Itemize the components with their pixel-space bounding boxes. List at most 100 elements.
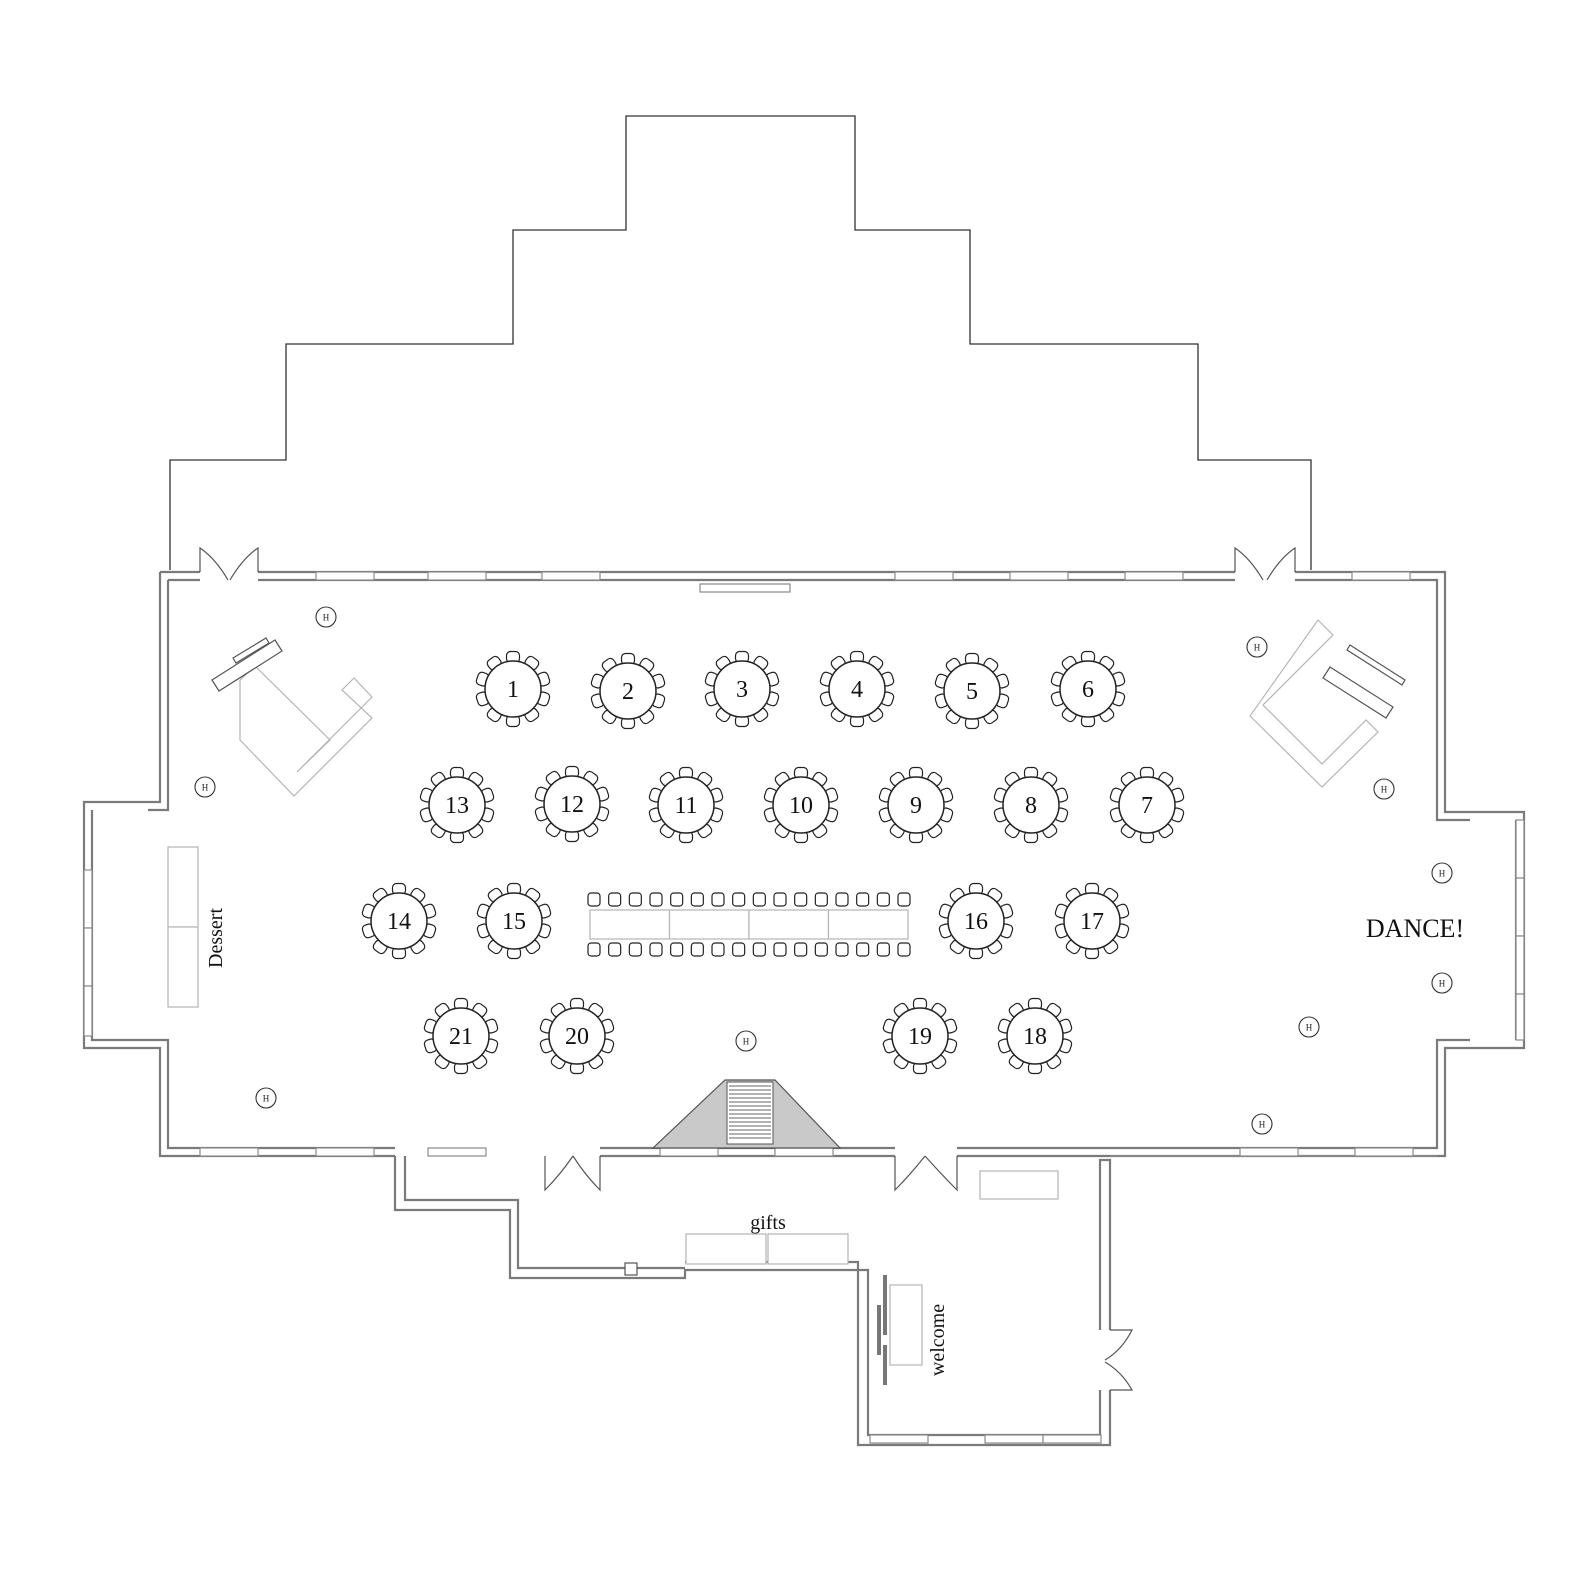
heater-icon: H <box>1431 862 1453 884</box>
round-table-10: 10 <box>763 766 839 844</box>
round-table-21: 21 <box>423 997 499 1075</box>
window <box>1239 1147 1299 1157</box>
heater-icon: H <box>1298 1016 1320 1038</box>
heater-label: H <box>1259 1120 1266 1130</box>
table-top <box>1002 776 1060 834</box>
window <box>199 1147 259 1157</box>
table-top <box>1118 776 1176 834</box>
round-table-20: 20 <box>539 997 615 1075</box>
window <box>315 571 375 581</box>
table-top <box>828 660 886 718</box>
table-number: 17 <box>1080 909 1104 935</box>
heater-icon: H <box>1246 636 1268 658</box>
window <box>894 571 954 581</box>
head-chair <box>856 942 870 957</box>
head-chair <box>690 942 704 957</box>
window <box>1515 993 1525 1041</box>
table-top <box>432 1007 490 1065</box>
table-number: 14 <box>387 909 411 935</box>
doors <box>199 546 1296 1391</box>
table-number: 3 <box>736 677 748 703</box>
round-table-13: 13 <box>419 766 495 844</box>
heater-label: H <box>263 1094 270 1104</box>
terrace-outline <box>169 115 1312 570</box>
head-chair <box>670 892 684 907</box>
table-number: 19 <box>908 1024 932 1050</box>
head-chair <box>732 892 746 907</box>
table-top <box>548 1007 606 1065</box>
round-table-4: 4 <box>819 650 895 728</box>
easel-3 <box>883 1345 887 1385</box>
round-table-15: 15 <box>476 882 552 960</box>
head-chair <box>814 942 828 957</box>
window <box>1124 571 1184 581</box>
window <box>774 1147 834 1157</box>
table-number: 8 <box>1025 793 1037 819</box>
table-number: 4 <box>851 677 863 703</box>
table-top <box>657 776 715 834</box>
table-number: 20 <box>565 1024 589 1050</box>
head-chair <box>814 892 828 907</box>
head-table-section <box>827 909 909 940</box>
heater-icon: H <box>315 606 337 628</box>
gift-table-right <box>767 1233 849 1265</box>
head-chair <box>794 942 808 957</box>
round-table-8: 8 <box>993 766 1069 844</box>
table-top <box>947 892 1005 950</box>
head-chair <box>628 942 642 957</box>
head-chair <box>773 892 787 907</box>
window <box>83 869 93 929</box>
stage <box>651 1079 842 1149</box>
door-top-right <box>1234 546 1296 581</box>
table-number: 11 <box>674 793 697 819</box>
welcome-table <box>889 1284 923 1366</box>
table-number: 13 <box>445 793 469 819</box>
window <box>984 1434 1044 1444</box>
head-chair <box>587 892 601 907</box>
head-chair <box>835 942 849 957</box>
table-number: 6 <box>1082 677 1094 703</box>
table-top <box>428 776 486 834</box>
heater-icon: H <box>1251 1113 1273 1135</box>
heater-icon: H <box>1431 972 1453 994</box>
table-top <box>599 662 657 720</box>
easel-1 <box>877 1305 881 1355</box>
table-top <box>887 776 945 834</box>
gift-table-left <box>685 1233 767 1265</box>
table-number: 1 <box>507 677 519 703</box>
door-bottom-right <box>894 1155 958 1192</box>
table-number: 12 <box>560 792 584 818</box>
windows <box>83 571 1525 1444</box>
head-table <box>587 892 911 957</box>
head-chair <box>649 942 663 957</box>
window <box>1354 1147 1414 1157</box>
bar-right <box>1249 619 1406 788</box>
head-chair <box>649 892 663 907</box>
round-table-14: 14 <box>361 882 437 960</box>
head-chair <box>732 942 746 957</box>
table-top <box>772 776 830 834</box>
window <box>1009 571 1069 581</box>
head-chair <box>794 892 808 907</box>
bar-left <box>211 637 373 797</box>
table-top <box>370 892 428 950</box>
heater-icon: H <box>735 1030 757 1052</box>
head-chair <box>876 942 890 957</box>
door-lobby <box>1104 1329 1134 1391</box>
lobby-furniture <box>685 1170 1059 1385</box>
table-number: 16 <box>964 909 988 935</box>
dance-label: DANCE! <box>1366 914 1464 943</box>
table-number: 7 <box>1141 793 1153 819</box>
gifts-label: gifts <box>750 1212 786 1234</box>
head-table-section <box>589 909 671 940</box>
table-number: 2 <box>622 679 634 705</box>
table-top <box>891 1007 949 1065</box>
table-top <box>485 892 543 950</box>
window <box>83 927 93 987</box>
round-table-9: 9 <box>878 766 954 844</box>
table-number: 15 <box>502 909 526 935</box>
table-top <box>943 662 1001 720</box>
window <box>1042 1434 1102 1444</box>
easel-2 <box>883 1275 887 1335</box>
